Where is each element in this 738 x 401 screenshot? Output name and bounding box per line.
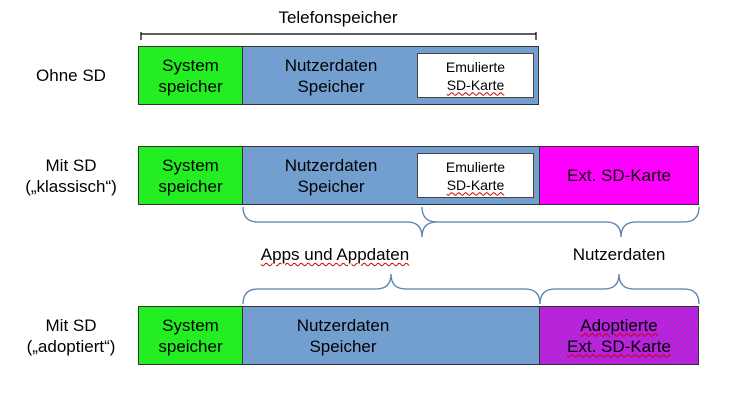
nutzerdaten-speicher-box: Nutzerdaten Speicher (242, 306, 540, 365)
adoptierte-line: Adoptierte (580, 315, 658, 335)
nutzerdaten-brace-up (539, 273, 700, 305)
systemspeicher-line: speicher (158, 76, 223, 96)
apps-brace-down (242, 206, 438, 238)
systemspeicher-box: System speicher (138, 306, 243, 365)
systemspeicher-line: System (162, 155, 219, 175)
systemspeicher-line: System (162, 55, 219, 75)
telefonspeicher-bracket (140, 32, 537, 40)
nutzerdaten-line: Nutzerdaten (284, 55, 378, 75)
systemspeicher-line: speicher (158, 176, 223, 196)
row-label-ohne-sd: Ohne SD (6, 65, 136, 86)
systemspeicher-box: System speicher (138, 146, 243, 205)
ext-sd-karte-label: Ext. SD-Karte (567, 166, 671, 185)
nutzerdaten-brace-label: Nutzerdaten (572, 245, 666, 264)
nutzerdaten-line: Speicher (297, 176, 365, 196)
apps-und-appdaten-label: Apps und Appdaten (260, 245, 410, 264)
row-label-line: („adoptiert“) (26, 337, 116, 356)
systemspeicher-line: speicher (158, 336, 223, 356)
nutzerdaten-line: Nutzerdaten (284, 155, 378, 175)
emulierte-line: SD-Karte (446, 176, 505, 193)
nutzerdaten-line: Nutzerdaten (296, 315, 390, 335)
row-label-line: Mit SD (45, 156, 97, 175)
nutzerdaten-line: Speicher (309, 336, 377, 356)
ext-sd-karte-box: Ext. SD-Karte (539, 146, 699, 205)
row-label-line: („klassisch“) (25, 177, 117, 196)
emulierte-line: Emulierte (445, 58, 506, 75)
emulierte-sd-karte-box: Emulierte SD-Karte (417, 53, 534, 98)
systemspeicher-line: System (162, 315, 219, 335)
systemspeicher-box: System speicher (138, 46, 243, 105)
emulierte-line: SD-Karte (446, 76, 505, 93)
row-label-mit-sd-adoptiert: Mit SD („adoptiert“) (6, 315, 136, 357)
adoptierte-line: Ext. SD-Karte (567, 336, 671, 356)
nutzerdaten-brace-down (421, 206, 700, 238)
emulierte-sd-karte-box: Emulierte SD-Karte (417, 153, 534, 198)
telefonspeicher-label: Telefonspeicher (278, 8, 398, 27)
row-label-line: Ohne SD (36, 66, 106, 85)
emulierte-line: Emulierte (445, 158, 506, 175)
row-label-line: Mit SD (45, 316, 97, 335)
adoptierte-ext-sd-karte-box: Adoptierte Ext. SD-Karte (539, 306, 699, 365)
apps-brace-up (242, 273, 541, 305)
nutzerdaten-line: Speicher (297, 76, 365, 96)
row-label-mit-sd-klassisch: Mit SD („klassisch“) (6, 155, 136, 197)
